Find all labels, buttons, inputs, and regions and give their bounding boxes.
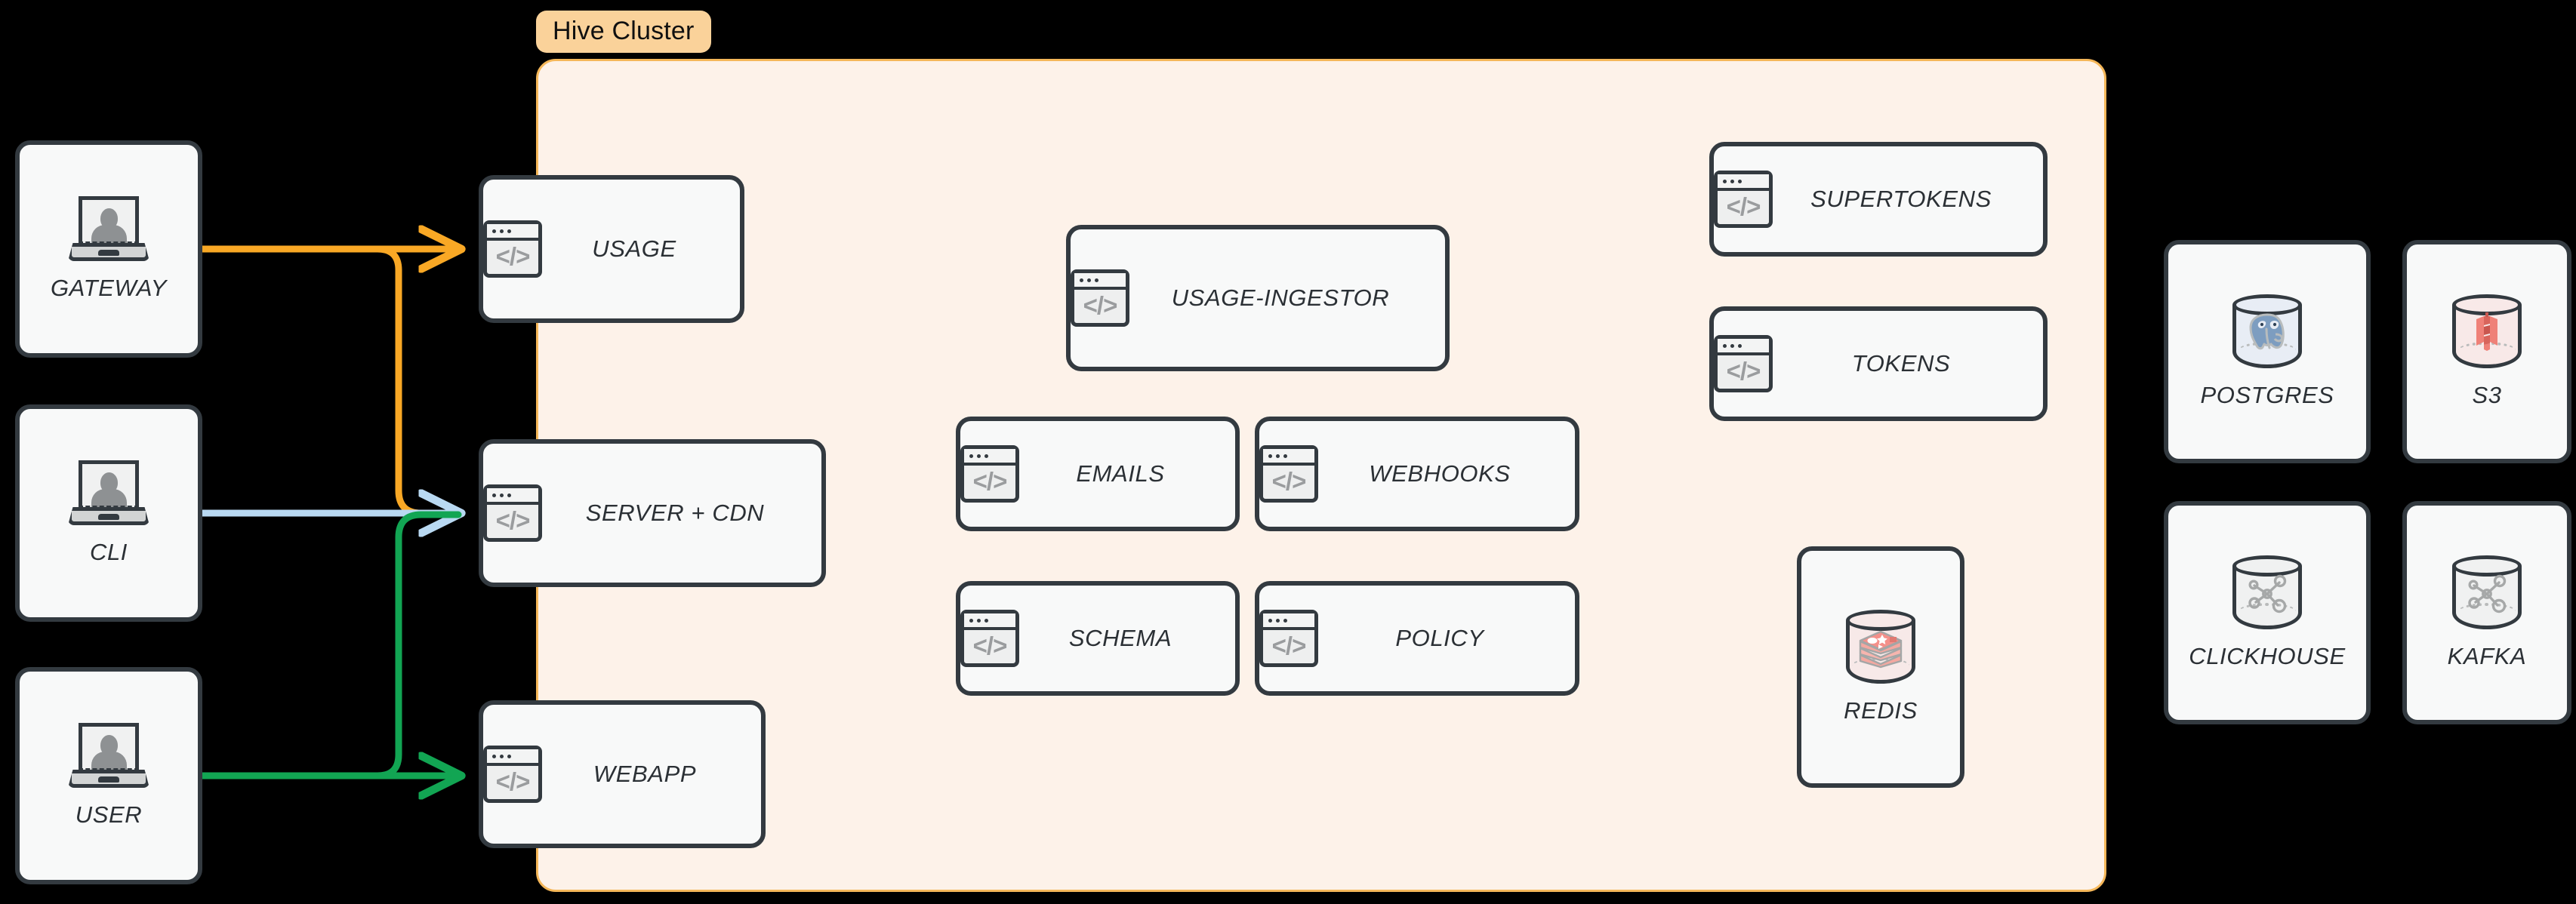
browser-code-icon: </> [483,220,542,278]
browser-code-icon: </> [483,484,542,542]
node-label: USER [75,801,143,828]
browser-code-icon: </> [1071,269,1129,327]
node-postgres[interactable]: POSTGRES [2164,240,2371,463]
node-supertokens[interactable]: </> SUPERTOKENS [1709,142,2048,257]
node-label: USAGE [592,235,676,262]
node-user[interactable]: USER [15,667,202,884]
node-schema[interactable]: </> SCHEMA [956,581,1240,696]
node-usage[interactable]: </> USAGE [479,175,744,323]
browser-code-icon: </> [960,610,1019,667]
node-cli[interactable]: CLI [15,404,202,622]
node-usage-ingestor[interactable]: </> USAGE-INGESTOR [1066,225,1450,371]
laptop-person-icon [68,460,149,525]
node-label: SERVER + CDN [585,500,765,526]
node-webapp[interactable]: </> WEBAPP [479,700,766,848]
node-webhooks[interactable]: </> WEBHOOKS [1255,417,1579,531]
connector-gateway-server-cdn [199,245,462,517]
node-label: TOKENS [1851,350,1951,377]
node-emails[interactable]: </> EMAILS [956,417,1240,531]
node-label: WEBHOOKS [1369,460,1511,487]
node-policy[interactable]: </> POLICY [1255,581,1579,696]
node-label: SCHEMA [1068,625,1172,651]
s3-cylinder-icon [2452,294,2522,368]
connector-user-server-cdn [199,511,462,779]
redis-cylinder-icon [1846,610,1915,684]
node-s3[interactable]: S3 [2402,240,2571,463]
browser-code-icon: </> [960,445,1019,503]
node-label: CLI [89,539,128,565]
node-gateway[interactable]: GATEWAY [15,140,202,358]
laptop-person-icon [68,723,149,788]
browser-code-icon: </> [483,746,542,803]
node-label: GATEWAY [50,275,168,301]
database-cylinder-icon [2452,555,2522,629]
browser-code-icon: </> [1259,445,1318,503]
node-label: EMAILS [1076,460,1165,487]
node-tokens[interactable]: </> TOKENS [1709,306,2048,421]
node-label: REDIS [1844,697,1918,724]
node-label: POLICY [1395,625,1484,651]
database-cylinder-icon [2232,555,2302,629]
node-server-cdn[interactable]: </> SERVER + CDN [479,439,826,587]
node-label: KAFKA [2447,643,2527,669]
node-label: SUPERTOKENS [1810,186,1992,212]
postgres-cylinder-icon [2232,294,2302,368]
node-label: WEBAPP [593,761,697,787]
hive-cluster-label: Hive Cluster [536,11,711,53]
browser-code-icon: </> [1714,335,1773,392]
node-label: S3 [2472,382,2502,408]
node-redis[interactable]: REDIS [1797,546,1964,788]
browser-code-icon: </> [1714,171,1773,228]
node-label: CLICKHOUSE [2189,643,2346,669]
node-kafka[interactable]: KAFKA [2402,501,2571,724]
laptop-person-icon [68,196,149,261]
node-clickhouse[interactable]: CLICKHOUSE [2164,501,2371,724]
browser-code-icon: </> [1259,610,1318,667]
node-label: USAGE-INGESTOR [1171,284,1390,311]
node-label: POSTGRES [2200,382,2334,408]
